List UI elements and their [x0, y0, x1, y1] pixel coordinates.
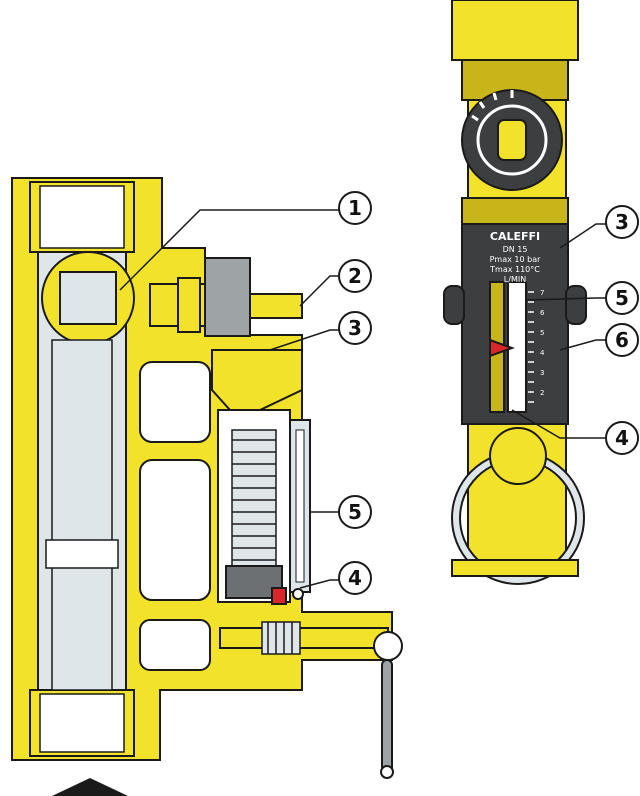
brand-label: CALEFFI	[490, 230, 540, 243]
scale: 7 6 5 4 3 2	[528, 289, 545, 403]
svg-text:2: 2	[348, 264, 362, 288]
float-ball	[292, 588, 304, 600]
handle-rod	[381, 659, 393, 773]
scale-mark-4: 4	[540, 349, 545, 357]
stem-cap	[204, 257, 251, 337]
lower-stem	[219, 627, 389, 649]
left-leader-lines	[119, 209, 340, 589]
flow-indicator	[489, 338, 515, 358]
right-callouts: 3 5 6 4	[605, 205, 639, 455]
external-valve	[443, 0, 587, 585]
callout-right-3: 3	[605, 205, 639, 239]
size-label: DN 15	[503, 245, 528, 254]
svg-text:5: 5	[615, 286, 629, 310]
callout-right-5: 5	[605, 281, 639, 315]
svg-text:4: 4	[615, 426, 629, 450]
callout-3: 3	[338, 311, 372, 345]
lock-knob	[489, 427, 547, 485]
right-grip	[565, 285, 587, 325]
sectioned-valve	[11, 177, 403, 779]
callout-4: 4	[338, 561, 372, 595]
side-chamber-upper	[139, 361, 211, 443]
callout-1: 1	[338, 191, 372, 225]
flowmeter-label: CALEFFI DN 15 Pmax 10 bar Tmax 110°C L/M…	[489, 230, 541, 284]
top-fitting	[451, 0, 579, 61]
knob-ticks	[471, 90, 514, 122]
temperature-label: Tmax 110°C	[489, 265, 540, 274]
scale-mark-2: 2	[540, 389, 544, 397]
handle-pivot	[373, 631, 403, 661]
svg-text:1: 1	[348, 196, 362, 220]
right-leader-lines	[511, 223, 608, 439]
unit-label: L/MIN	[504, 275, 526, 284]
scale-mark-6: 6	[540, 309, 545, 317]
svg-text:5: 5	[348, 500, 362, 524]
left-grip	[443, 285, 465, 325]
scale-mark-7: 7	[540, 289, 544, 297]
scale-mark-3: 3	[540, 369, 544, 377]
ball-stem	[149, 283, 179, 327]
svg-text:3: 3	[348, 316, 362, 340]
svg-text:4: 4	[348, 566, 362, 590]
pressure-label: Pmax 10 bar	[490, 255, 542, 264]
callout-right-6: 6	[605, 323, 639, 357]
svg-text:3: 3	[615, 210, 629, 234]
svg-text:6: 6	[615, 328, 629, 352]
flow-direction-arrow-icon	[52, 778, 128, 796]
side-chamber-lower	[139, 619, 211, 671]
left-callouts: 1 2 3 5 4	[338, 191, 372, 595]
callout-5: 5	[338, 495, 372, 529]
callout-right-4: 4	[605, 421, 639, 455]
scale-mark-5: 5	[540, 329, 544, 337]
side-chamber-mid	[139, 459, 211, 601]
spring	[231, 429, 277, 567]
red-indicator	[271, 587, 287, 605]
callout-2: 2	[338, 259, 372, 293]
